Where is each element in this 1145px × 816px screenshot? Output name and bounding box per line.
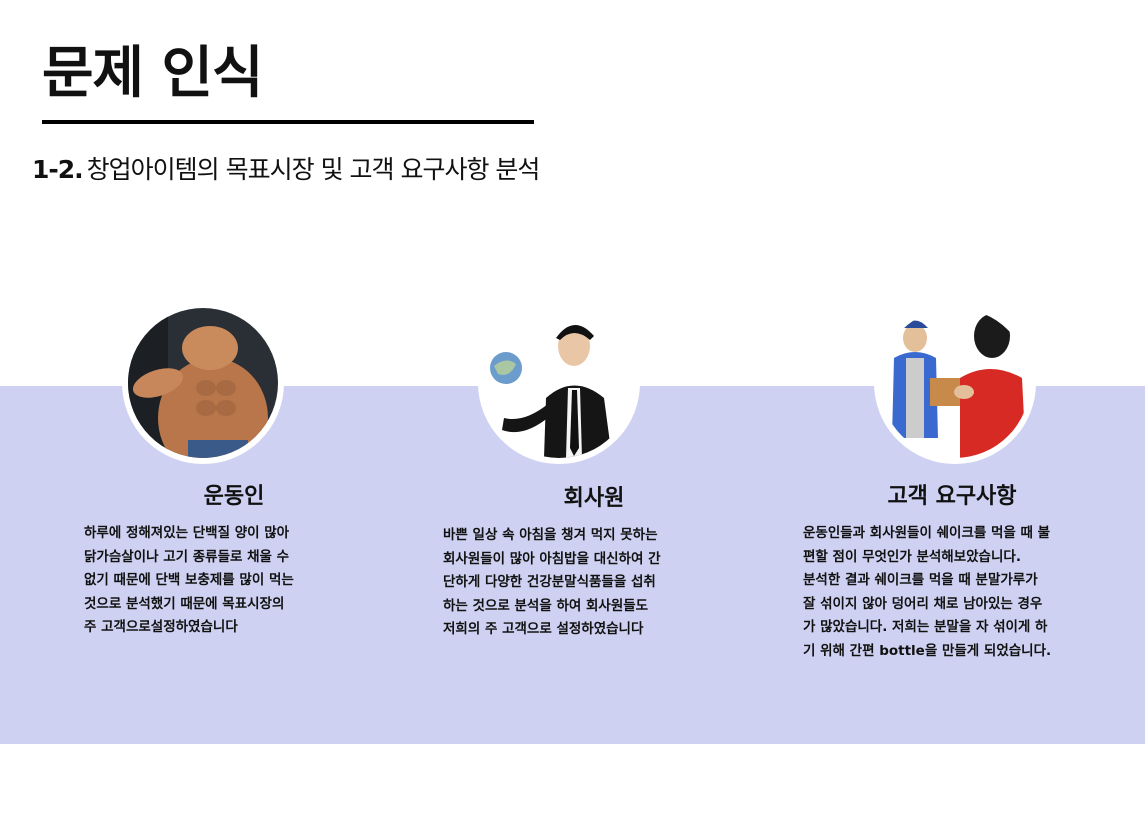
- delivery-customer-icon: [874, 302, 1036, 464]
- title-underline: [42, 120, 534, 124]
- subtitle-number: 1-2.: [32, 155, 84, 184]
- card-title: 고객 요구사항: [887, 484, 1017, 509]
- card-body: 운동인들과 회사원들이 쉐이크를 먹을 때 불 편할 점이 무엇인가 분석해보았…: [803, 525, 1052, 659]
- subtitle-text: 창업아이템의 목표시장 및 고객 요구사항 분석: [86, 155, 541, 184]
- muscular-athlete-icon: [122, 302, 284, 464]
- businessman-globe-icon: [478, 302, 640, 464]
- card-title: 운동인: [203, 484, 265, 509]
- card-title: 회사원: [563, 486, 625, 511]
- card-body: 하루에 정해져있는 단백질 양이 많아 닭가슴살이나 고기 종류들로 채울 수 …: [84, 525, 294, 635]
- card-body: 바쁜 일상 속 아침을 챙겨 먹지 못하는 회사원들이 많아 아침밥을 대신하여…: [443, 527, 661, 637]
- page-title: 문제 인식: [42, 41, 264, 106]
- page-subtitle: 1-2.창업아이템의 목표시장 및 고객 요구사항 분석: [32, 150, 541, 186]
